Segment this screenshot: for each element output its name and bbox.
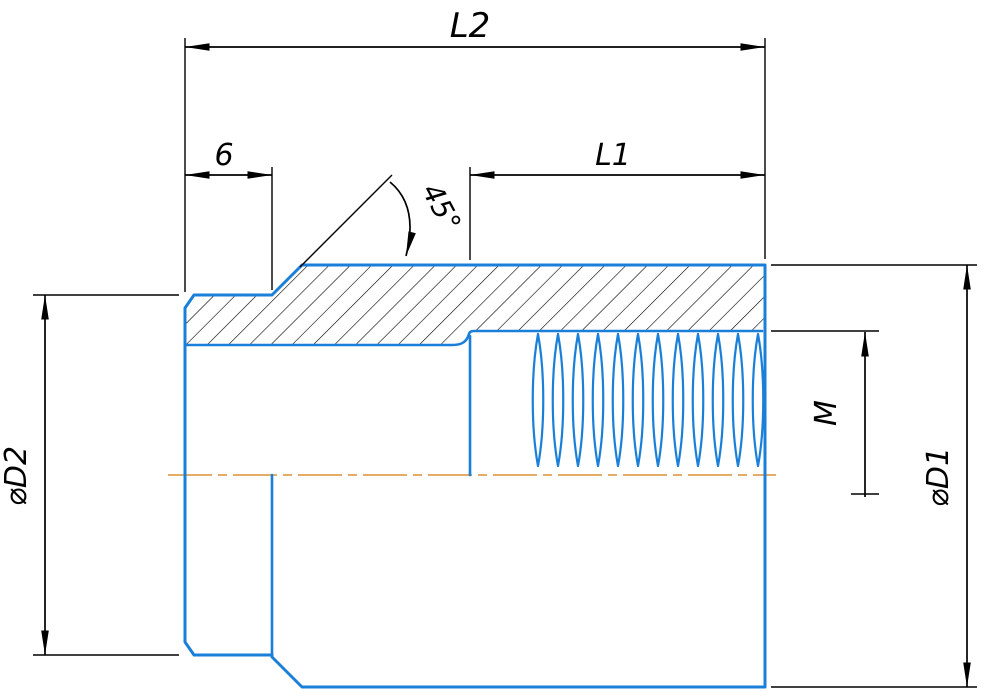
dimension-d2: ⌀D2 <box>0 294 179 656</box>
thread-tooth <box>531 332 545 468</box>
thread-tooth <box>611 332 625 468</box>
thread-tooth <box>571 332 585 468</box>
thread-tooth <box>591 332 605 468</box>
extension-lines <box>33 294 179 656</box>
extension-lines <box>184 38 766 292</box>
dimension-label-thread: M <box>809 400 844 426</box>
part-outline <box>183 263 767 689</box>
thread-tooth <box>751 332 765 468</box>
thread-profile <box>531 332 765 468</box>
thread-tooth <box>711 332 725 468</box>
thread-tooth <box>631 332 645 468</box>
section-hatching <box>185 265 765 345</box>
dimension-collar-width: 6 <box>185 138 273 290</box>
dimension-thread: M <box>771 330 879 497</box>
thread-tooth <box>651 332 665 468</box>
dimension-l2: L2 <box>184 6 766 292</box>
angle-arc <box>389 181 416 257</box>
dimension-label-d1: ⌀D1 <box>921 447 956 507</box>
thread-tooth <box>671 332 685 468</box>
chamfer-leader-line <box>299 174 393 268</box>
dimension-l1: L1 <box>469 138 765 260</box>
dimension-chamfer-angle: 45° <box>299 174 468 268</box>
bore-profile <box>183 329 764 347</box>
dimension-label-collar-width: 6 <box>214 138 233 173</box>
dimension-label-l2: L2 <box>450 6 491 46</box>
dimension-label-angle: 45° <box>415 178 467 237</box>
thread-tooth <box>551 332 565 468</box>
thread-tooth <box>691 332 705 468</box>
dimension-d1: ⌀D1 <box>771 264 977 688</box>
dimension-label-l1: L1 <box>595 138 631 173</box>
dimension-label-d2: ⌀D2 <box>0 446 34 506</box>
extension-lines <box>771 264 977 688</box>
thread-tooth <box>731 332 745 468</box>
part-section-view <box>183 263 767 689</box>
